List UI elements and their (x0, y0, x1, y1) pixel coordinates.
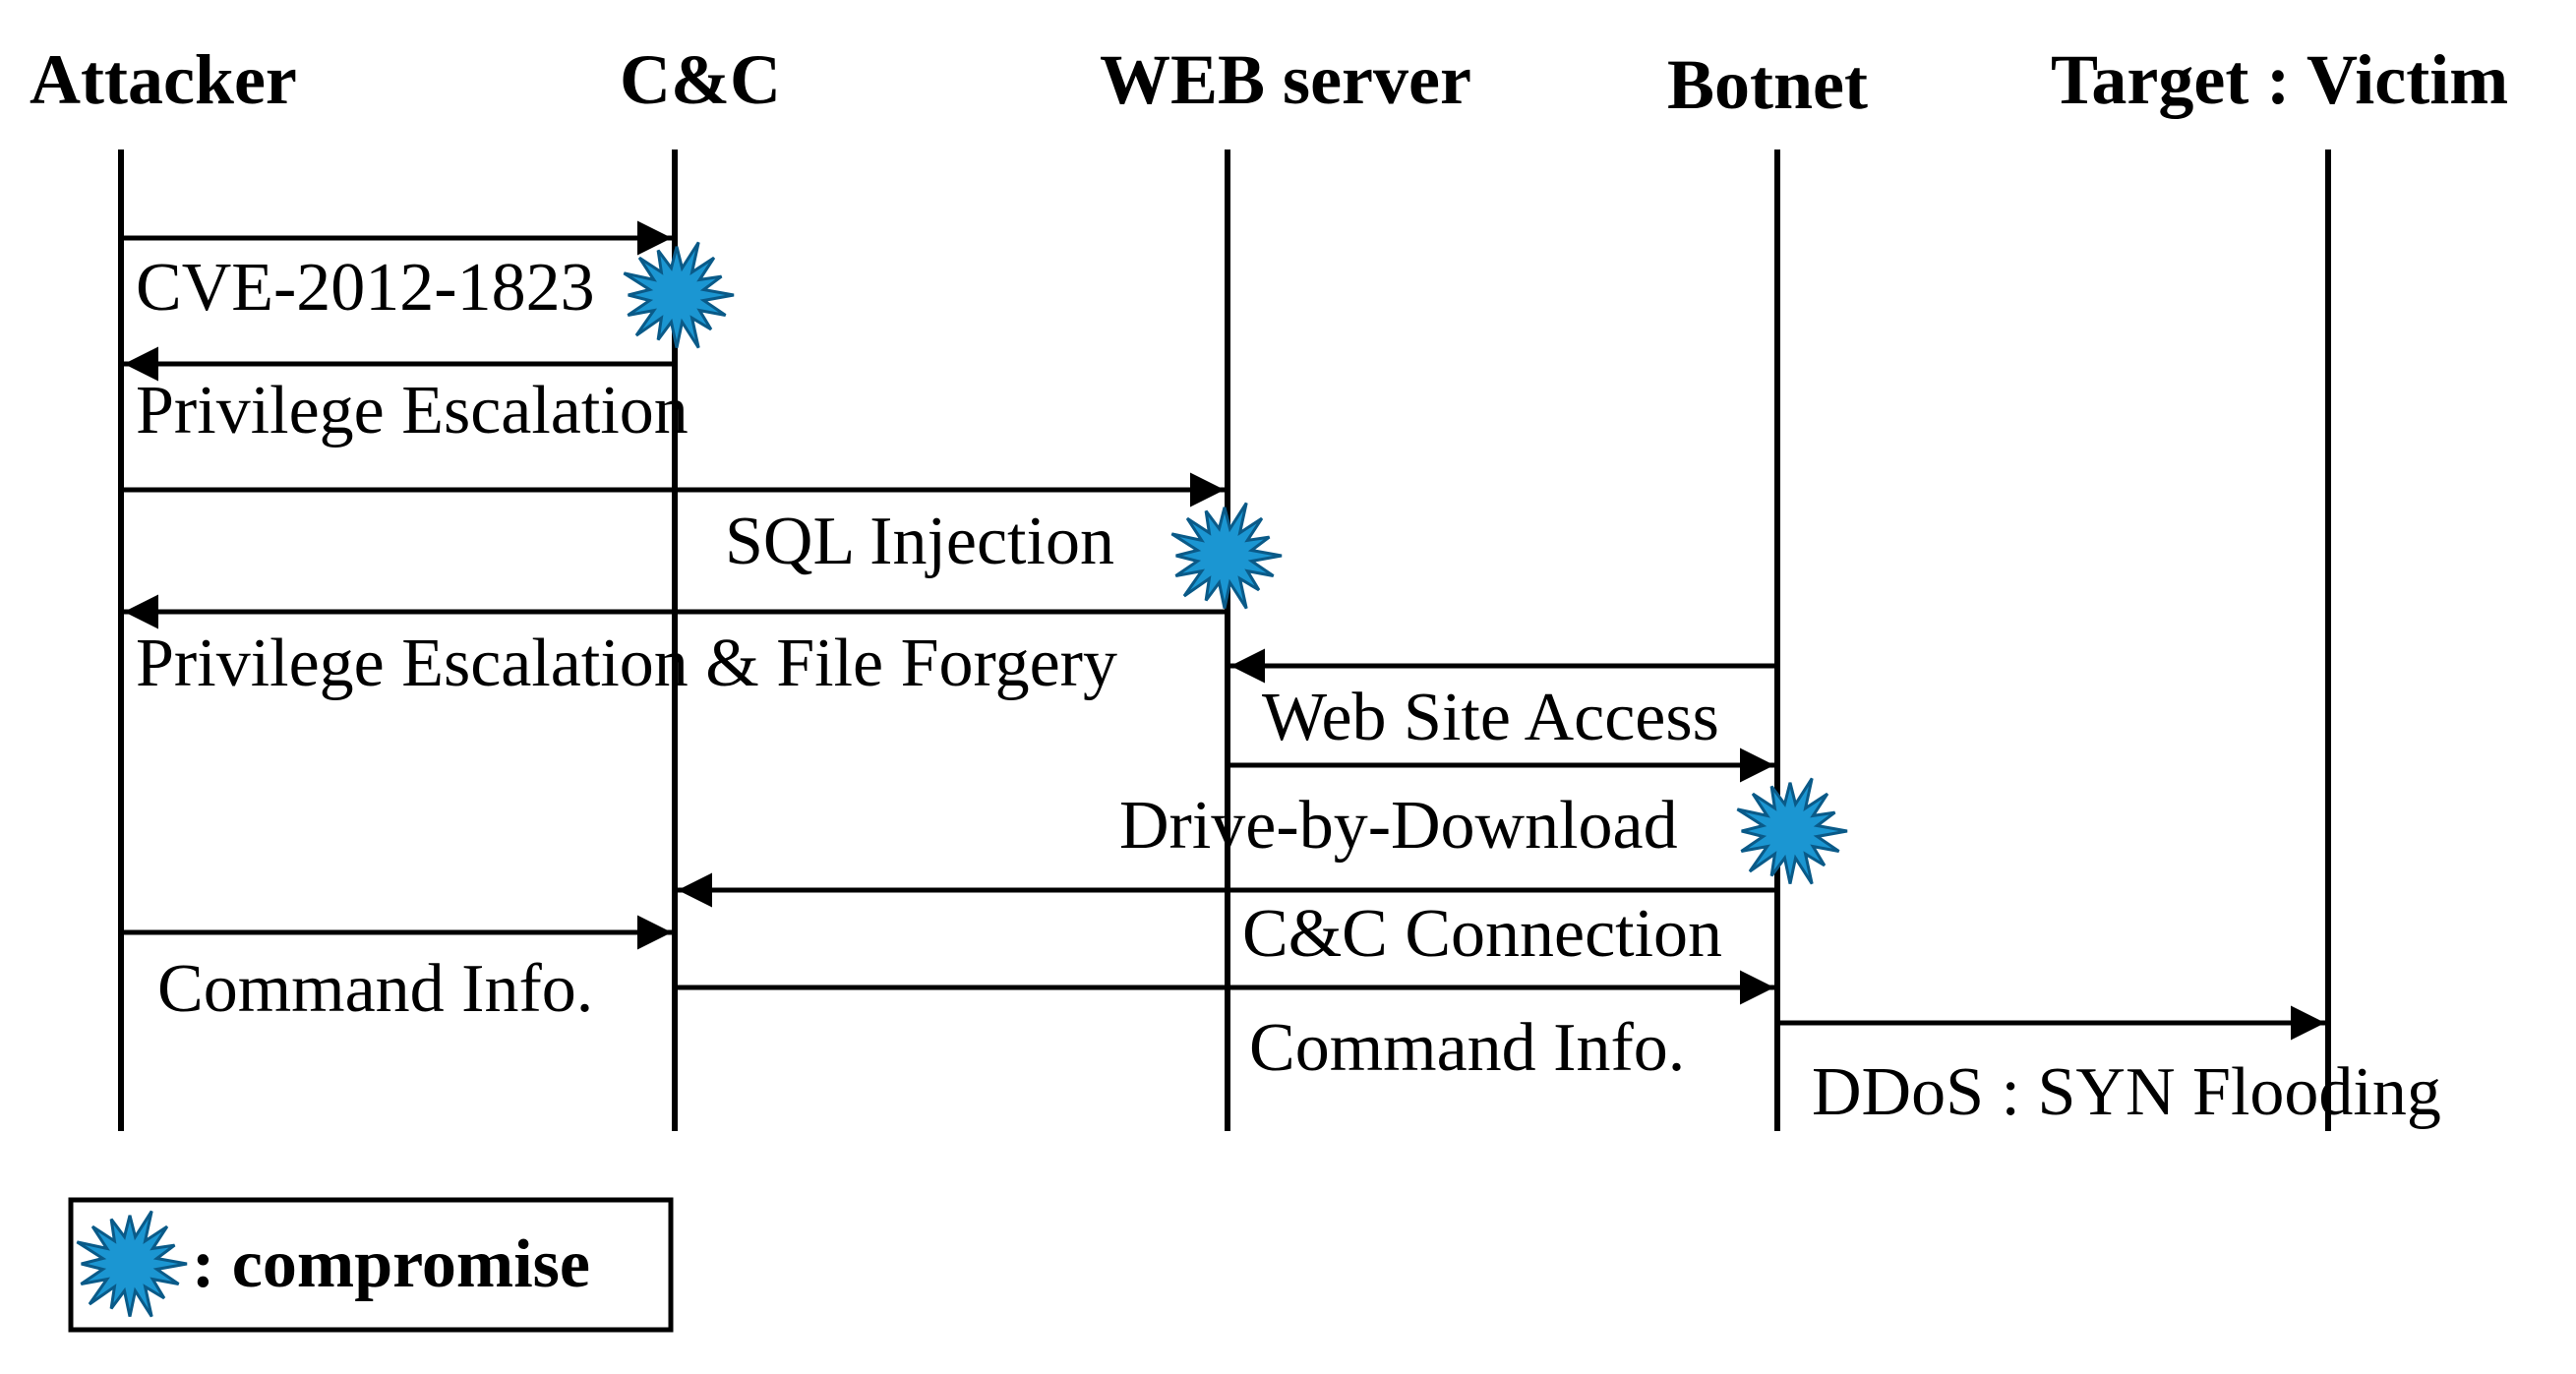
message-label-command-info-cc: Command Info. (157, 951, 593, 1027)
message-label-command-info-botnet: Command Info. (1249, 1010, 1685, 1086)
legend: : compromise (68, 1197, 674, 1333)
message-label-privilege-escalation: Privilege Escalation (136, 373, 689, 448)
message-arrows (121, 220, 2325, 1041)
participant-victim: Target : Victim (2051, 40, 2508, 119)
message-label-drive-by-download: Drive-by-Download (1119, 788, 1678, 864)
legend-label: : compromise (192, 1226, 590, 1302)
message-label-ddos: DDoS : SYN Flooding (1812, 1054, 2441, 1130)
message-label-cc-connection: C&C Connection (1242, 896, 1722, 972)
legend-box (68, 1197, 674, 1333)
participant-web-server: WEB server (1100, 40, 1471, 119)
message-label-privilege-escalation-file-forgery: Privilege Escalation & File Forgery (136, 626, 1117, 701)
message-label-web-site-access: Web Site Access (1262, 680, 1719, 755)
compromise-markers (623, 241, 1848, 885)
participant-attacker: Attacker (30, 40, 297, 119)
compromise-star-icon (623, 241, 735, 349)
message-label-sql-injection: SQL Injection (725, 504, 1114, 579)
compromise-star-icon (1736, 777, 1848, 885)
participant-botnet: Botnet (1667, 45, 1868, 124)
participant-cc: C&C (620, 40, 781, 119)
compromise-star-icon (76, 1210, 188, 1318)
message-label-cve: CVE-2012-1823 (136, 250, 595, 326)
compromise-star-icon (1170, 502, 1283, 610)
